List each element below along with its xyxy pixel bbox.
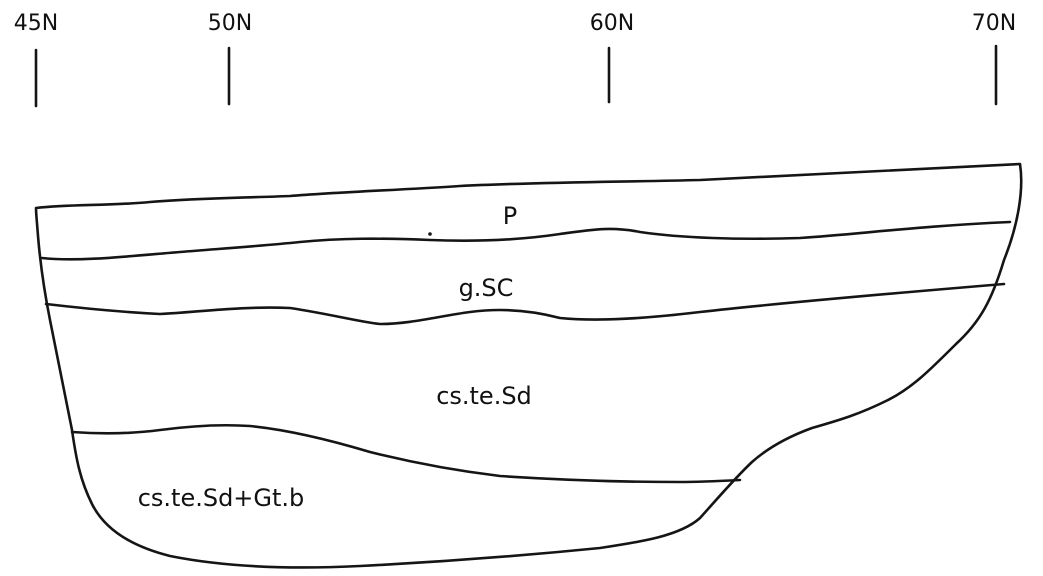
boundary-cstesd-gtb xyxy=(72,425,740,482)
latitude-scale: 45N 50N 60N 70N xyxy=(14,11,1016,106)
layer-label-gsc: g.SC xyxy=(459,274,514,302)
boundary-p-gsc xyxy=(42,222,1010,259)
tick-label-60n: 60N xyxy=(590,11,634,36)
boundary-gsc-cstesd xyxy=(46,284,1004,324)
layer-label-cstesd-gtb: cs.te.Sd+Gt.b xyxy=(138,484,305,512)
stray-dot xyxy=(428,232,432,236)
tick-label-70n: 70N xyxy=(972,11,1016,36)
tick-label-45n: 45N xyxy=(14,11,58,36)
layer-label-p: P xyxy=(503,202,517,230)
tick-label-50n: 50N xyxy=(208,11,252,36)
layer-label-cstesd: cs.te.Sd xyxy=(436,382,532,410)
